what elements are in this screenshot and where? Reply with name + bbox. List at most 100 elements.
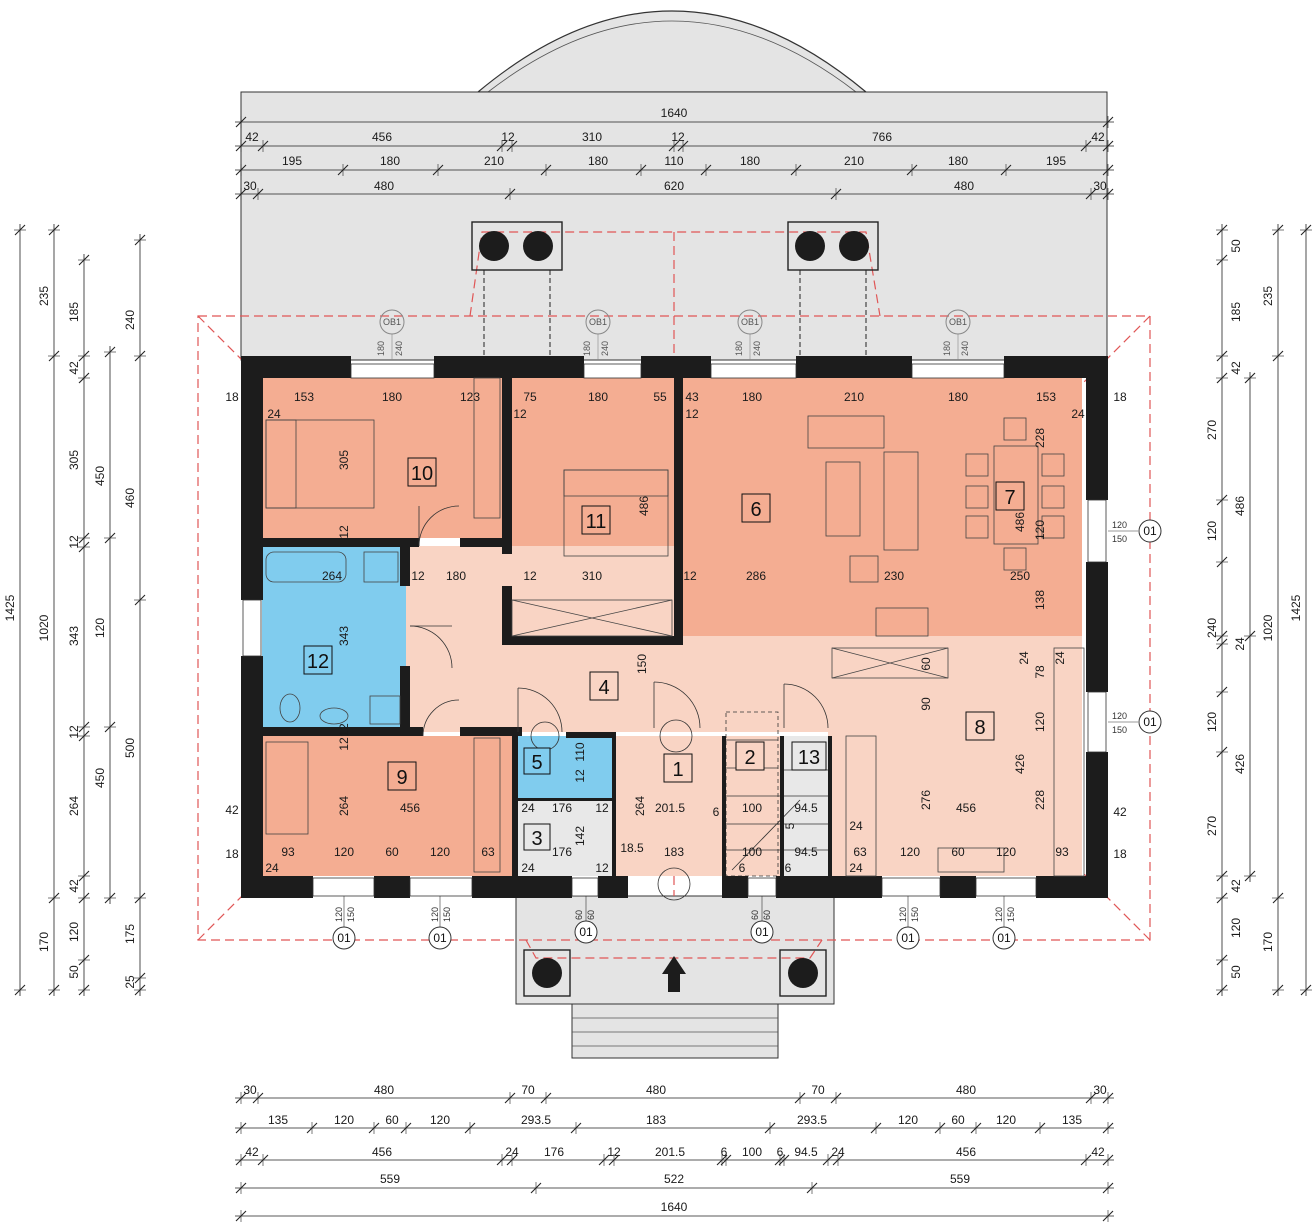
svg-text:183: 183 xyxy=(664,845,684,859)
svg-text:93: 93 xyxy=(1055,845,1069,859)
ob-tag-3: OB1 180 240 xyxy=(734,309,763,360)
svg-text:766: 766 xyxy=(872,130,892,144)
svg-text:450: 450 xyxy=(93,466,107,486)
svg-text:120: 120 xyxy=(67,922,81,942)
svg-text:70: 70 xyxy=(521,1083,535,1097)
svg-text:456: 456 xyxy=(372,1145,392,1159)
ob-tag-4: OB1 180 240 xyxy=(942,309,971,360)
svg-text:170: 170 xyxy=(37,932,51,952)
svg-text:12: 12 xyxy=(685,407,699,421)
svg-text:426: 426 xyxy=(1233,754,1247,774)
svg-text:12: 12 xyxy=(671,130,685,144)
svg-text:01: 01 xyxy=(901,931,915,945)
svg-text:01: 01 xyxy=(1143,715,1157,729)
svg-text:60: 60 xyxy=(919,657,933,671)
room-label-6: 6 xyxy=(741,493,771,523)
svg-text:12: 12 xyxy=(573,769,587,783)
svg-text:24: 24 xyxy=(505,1145,519,1159)
svg-text:42: 42 xyxy=(1091,1145,1105,1159)
svg-text:24: 24 xyxy=(849,819,863,833)
svg-text:180: 180 xyxy=(588,390,608,404)
svg-text:270: 270 xyxy=(1205,420,1219,440)
roof-dome xyxy=(476,10,868,93)
kitchen-counter xyxy=(1053,647,1085,877)
svg-text:185: 185 xyxy=(1229,302,1243,322)
svg-text:153: 153 xyxy=(294,390,314,404)
svg-text:456: 456 xyxy=(956,801,976,815)
svg-text:12: 12 xyxy=(337,525,351,539)
svg-text:01: 01 xyxy=(1143,524,1157,538)
svg-text:293.5: 293.5 xyxy=(797,1113,827,1127)
bathtub xyxy=(265,551,347,583)
svg-text:18: 18 xyxy=(225,390,239,404)
svg-text:120: 120 xyxy=(430,845,450,859)
svg-text:50: 50 xyxy=(1229,965,1243,979)
window-tag-b5: 01 120 150 xyxy=(896,896,920,950)
svg-text:94.5: 94.5 xyxy=(794,801,818,815)
svg-text:1425: 1425 xyxy=(3,594,17,621)
svg-text:50: 50 xyxy=(1229,239,1243,253)
svg-text:2: 2 xyxy=(744,747,755,769)
svg-text:240: 240 xyxy=(123,310,137,330)
window-tag-b1: 01 120 150 xyxy=(332,896,356,950)
svg-text:180: 180 xyxy=(588,154,608,168)
room-label-10: 10 xyxy=(407,457,437,487)
svg-text:185: 185 xyxy=(67,302,81,322)
svg-text:486: 486 xyxy=(1013,512,1027,532)
svg-text:480: 480 xyxy=(646,1083,666,1097)
svg-text:43: 43 xyxy=(685,390,699,404)
svg-text:30: 30 xyxy=(1093,179,1107,193)
svg-text:480: 480 xyxy=(954,179,974,193)
svg-text:24: 24 xyxy=(265,861,279,875)
svg-text:12: 12 xyxy=(595,801,609,815)
svg-text:OB1: OB1 xyxy=(741,317,759,327)
svg-text:1425: 1425 xyxy=(1289,594,1303,621)
fireplace xyxy=(875,607,929,637)
svg-text:90: 90 xyxy=(919,697,933,711)
svg-text:559: 559 xyxy=(950,1172,970,1186)
room-label-3: 3 xyxy=(523,823,551,851)
svg-text:180: 180 xyxy=(582,341,592,356)
svg-text:5: 5 xyxy=(783,822,797,829)
svg-text:210: 210 xyxy=(844,154,864,168)
svg-text:OB1: OB1 xyxy=(949,317,967,327)
svg-text:310: 310 xyxy=(582,569,602,583)
room-label-9: 9 xyxy=(387,761,417,791)
dimension-lines xyxy=(14,116,1312,1222)
furniture xyxy=(265,377,1085,877)
bed-room-9 xyxy=(265,741,309,835)
svg-text:12: 12 xyxy=(67,535,81,549)
svg-text:30: 30 xyxy=(243,1083,257,1097)
svg-text:343: 343 xyxy=(67,626,81,646)
svg-text:10: 10 xyxy=(411,463,433,485)
svg-text:55: 55 xyxy=(653,390,667,404)
svg-text:30: 30 xyxy=(243,179,257,193)
svg-text:120: 120 xyxy=(430,1113,450,1127)
svg-text:75: 75 xyxy=(523,390,537,404)
svg-text:110: 110 xyxy=(573,742,587,761)
entrance-arrow-icon xyxy=(662,956,686,992)
room-label-11: 11 xyxy=(581,505,611,535)
svg-text:120: 120 xyxy=(898,1113,918,1127)
svg-text:180: 180 xyxy=(380,154,400,168)
svg-text:18: 18 xyxy=(225,847,239,861)
svg-text:480: 480 xyxy=(374,179,394,193)
svg-text:24: 24 xyxy=(849,861,863,875)
window-tag-r2: 01 120 150 xyxy=(1108,710,1162,735)
svg-text:150: 150 xyxy=(635,654,649,674)
svg-text:18.5: 18.5 xyxy=(620,841,644,855)
svg-text:180: 180 xyxy=(376,341,386,356)
svg-text:201.5: 201.5 xyxy=(655,801,685,815)
svg-text:11: 11 xyxy=(586,511,607,533)
svg-text:120: 120 xyxy=(996,845,1016,859)
svg-text:142: 142 xyxy=(573,826,587,846)
svg-text:93: 93 xyxy=(281,845,295,859)
svg-text:123: 123 xyxy=(460,390,480,404)
svg-text:240: 240 xyxy=(752,341,762,356)
svg-text:120: 120 xyxy=(900,845,920,859)
room-label-12: 12 xyxy=(303,645,333,675)
svg-text:60: 60 xyxy=(586,910,596,920)
svg-text:195: 195 xyxy=(1046,154,1066,168)
svg-text:210: 210 xyxy=(484,154,504,168)
svg-text:522: 522 xyxy=(664,1172,684,1186)
